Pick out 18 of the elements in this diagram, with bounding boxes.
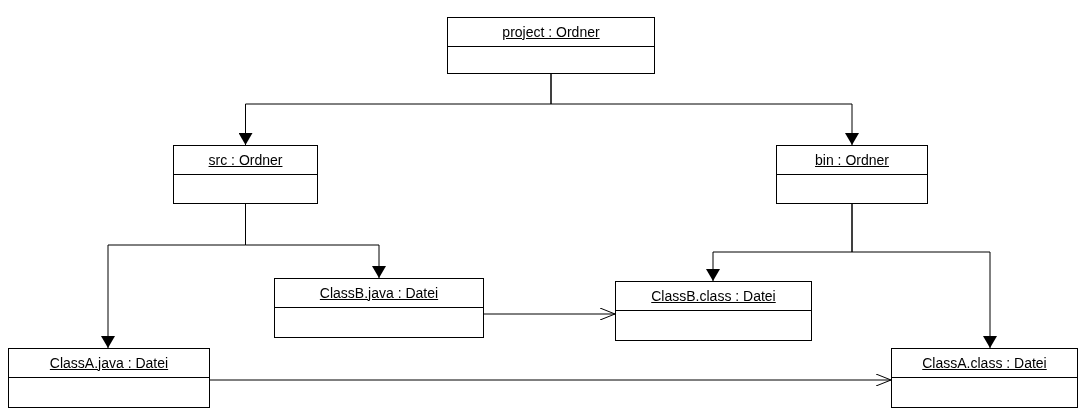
object-box [447,17,655,74]
object-name: ClassA.java : Datei [49,353,169,373]
object-box [173,145,318,204]
object-box [776,145,928,204]
object-name: src : Ordner [208,150,283,170]
object-name: ClassA.class : Datei [922,353,1047,373]
object-box [615,281,812,341]
arrow [550,73,859,146]
object-name: ClassB.class : Datei [651,286,776,306]
object-box [274,278,484,338]
object-box [8,348,210,408]
object-name: bin : Ordner [815,150,889,170]
object-name: project : Ordner [502,22,600,42]
object-box [891,348,1078,408]
arrow [851,203,997,349]
object-name: ClassB.java : Datei [319,283,439,303]
arrow [209,373,892,387]
arrow [483,307,616,321]
